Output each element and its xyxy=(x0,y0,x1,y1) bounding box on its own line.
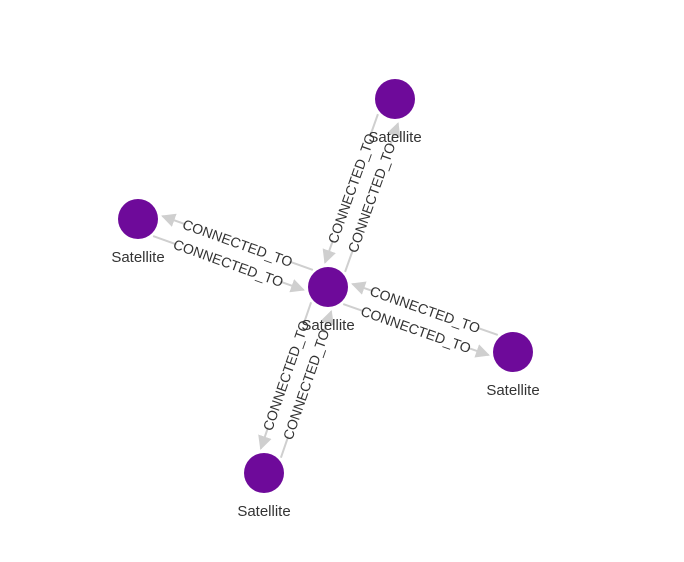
edge-label-background xyxy=(261,321,311,430)
edge-label-background xyxy=(370,284,480,335)
node-top[interactable]: Satellite xyxy=(368,79,422,146)
node-label: Satellite xyxy=(368,129,421,146)
edge-label-background xyxy=(174,237,283,289)
edge-label-background xyxy=(346,143,397,252)
edge-label-background xyxy=(281,330,331,439)
node-circle[interactable] xyxy=(493,332,533,372)
node-circle[interactable] xyxy=(375,79,415,119)
node-label: Satellite xyxy=(301,317,354,334)
node-label: Satellite xyxy=(111,249,164,266)
edge-label-background xyxy=(183,217,292,269)
nodes-layer: SatelliteSatelliteSatelliteSatelliteSate… xyxy=(111,79,540,520)
node-bottom[interactable]: Satellite xyxy=(237,453,291,520)
edge-label-background xyxy=(326,134,377,243)
node-center[interactable]: Satellite xyxy=(301,267,355,334)
node-circle[interactable] xyxy=(244,453,284,493)
node-right[interactable]: Satellite xyxy=(486,332,540,399)
node-label: Satellite xyxy=(237,503,290,520)
node-left[interactable]: Satellite xyxy=(111,199,165,266)
node-circle[interactable] xyxy=(118,199,158,239)
node-label: Satellite xyxy=(486,382,539,399)
node-circle[interactable] xyxy=(308,267,348,307)
edge-label-background xyxy=(361,304,471,355)
